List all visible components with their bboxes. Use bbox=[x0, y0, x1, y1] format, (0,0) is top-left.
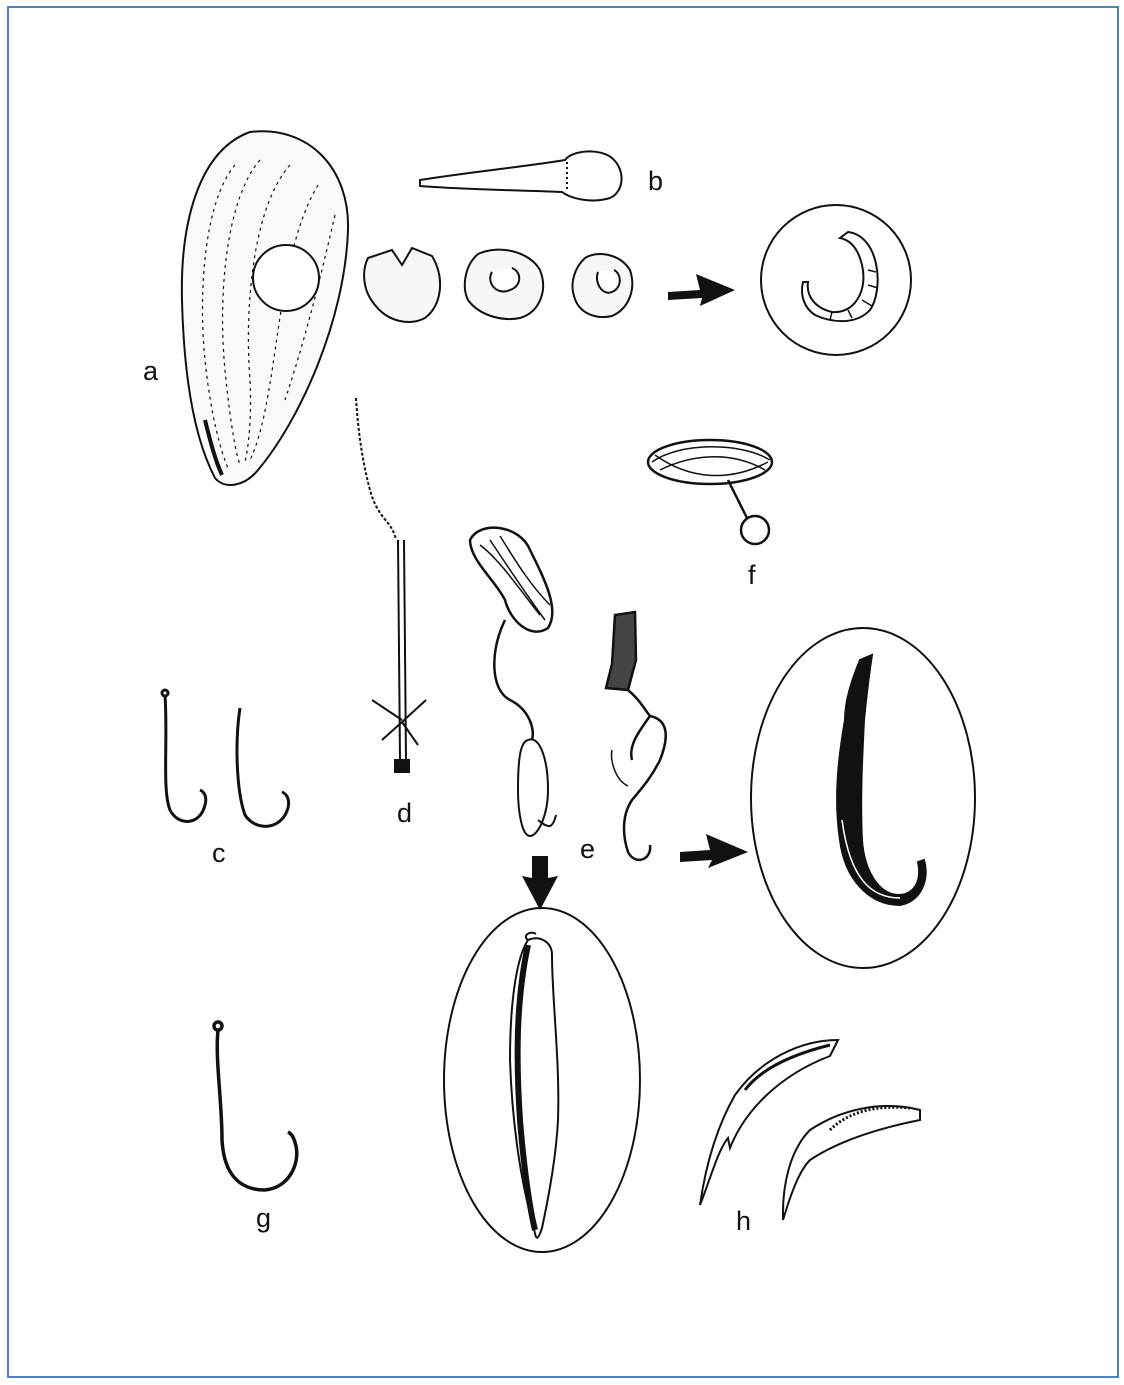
shell-hook-icon bbox=[751, 628, 975, 968]
label-d: d bbox=[397, 800, 412, 827]
label-h: h bbox=[736, 1208, 751, 1235]
fishing-line-icon bbox=[606, 612, 666, 860]
hook-blank-icon bbox=[364, 248, 632, 322]
lure-shank-icon bbox=[444, 908, 640, 1252]
label-c: c bbox=[212, 840, 226, 867]
stone-drill-icon bbox=[420, 151, 622, 200]
composite-lure-icon bbox=[356, 398, 426, 772]
label-b: b bbox=[648, 168, 663, 195]
label-g: g bbox=[256, 1205, 271, 1232]
fishing-line-icon bbox=[470, 528, 552, 740]
arrow-icon bbox=[522, 834, 748, 910]
shell-hook-icon bbox=[761, 205, 911, 355]
bone-hook-icon bbox=[214, 1022, 297, 1190]
arrow-icon bbox=[668, 274, 735, 306]
mussel-shell-icon bbox=[182, 131, 348, 485]
label-e: e bbox=[580, 836, 595, 863]
bone-hook-icon bbox=[162, 690, 289, 826]
fishing-line-icon bbox=[648, 440, 772, 544]
lure-shank-icon bbox=[518, 739, 556, 836]
label-a: a bbox=[143, 358, 158, 385]
thorn-hook-icon bbox=[700, 1040, 920, 1220]
label-f: f bbox=[748, 562, 756, 589]
